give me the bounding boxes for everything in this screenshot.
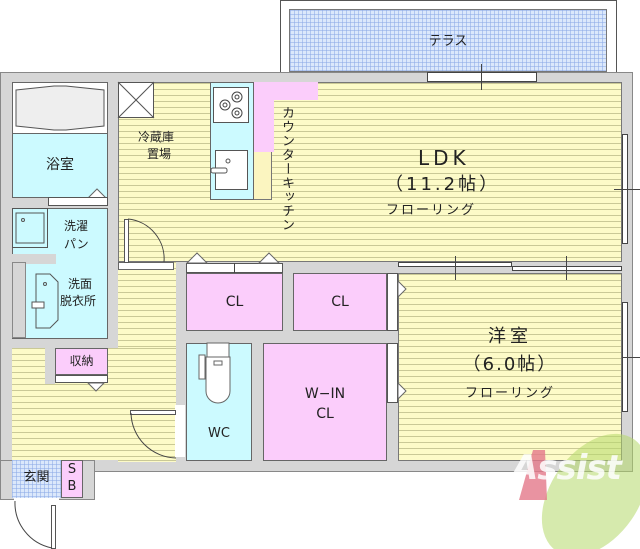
western-room-size: （6.0帖） bbox=[462, 354, 558, 375]
door-swing-icon bbox=[14, 500, 53, 549]
walk-in-closet-door bbox=[387, 343, 398, 403]
watermark-text: Assist bbox=[512, 448, 622, 488]
washbasin-icon bbox=[31, 273, 59, 329]
window-mullion bbox=[481, 64, 482, 90]
door-mullion bbox=[455, 256, 456, 280]
terrace-label: テラス bbox=[428, 34, 468, 49]
wc-label: WC bbox=[208, 426, 230, 441]
storage-label: 収納 bbox=[69, 354, 94, 368]
stove bbox=[213, 87, 249, 123]
washroom-side-wall bbox=[12, 262, 26, 338]
fridge-space-label-1: 冷蔵庫 bbox=[138, 130, 175, 144]
toilet-icon bbox=[198, 342, 231, 404]
terrace: テラス bbox=[289, 9, 607, 72]
ldk-name: LDK bbox=[418, 146, 470, 170]
storage: 収納 bbox=[55, 348, 108, 375]
fridge-x-icon bbox=[117, 81, 155, 119]
storage-wall bbox=[45, 339, 55, 384]
entrance-door-opening bbox=[14, 498, 59, 510]
sliding-door bbox=[512, 266, 622, 271]
assist-logo-icon bbox=[519, 433, 640, 549]
door-mullion bbox=[566, 256, 567, 280]
ldk-floor bbox=[118, 82, 622, 262]
shoe-box: S B bbox=[61, 460, 83, 498]
walk-in-closet-label-2: CL bbox=[316, 406, 334, 422]
ldk-door-leaf bbox=[124, 219, 129, 263]
counter-kitchen-label: カウンターキッチン bbox=[279, 106, 294, 232]
ldk-floor-type: フローリング bbox=[386, 203, 477, 218]
walk-in-closet-label-1: W−IN bbox=[304, 386, 346, 402]
ldk-door-frame bbox=[118, 262, 174, 270]
faucet-icon bbox=[210, 158, 231, 174]
counter-side bbox=[254, 82, 274, 152]
western-room-floor: 洋室 （6.0帖） フローリング bbox=[398, 273, 622, 461]
washer-pan-label-1: 洗濯 bbox=[64, 219, 89, 233]
washroom-label-2: 脱衣所 bbox=[60, 294, 97, 308]
bathtub-icon bbox=[15, 85, 105, 131]
closet-2-label: CL bbox=[331, 294, 349, 310]
counter-base bbox=[254, 152, 272, 200]
window-mullion bbox=[614, 357, 640, 358]
fridge-space-label-2: 置場 bbox=[147, 147, 172, 161]
wc: WC bbox=[186, 343, 252, 461]
washer-pan-label-2: パン bbox=[64, 237, 89, 251]
door-swing-icon bbox=[130, 412, 177, 459]
burner-icon bbox=[219, 91, 243, 119]
door-swing-icon bbox=[397, 279, 407, 299]
washroom-inner-wall bbox=[12, 254, 56, 264]
door-swing-icon bbox=[185, 252, 209, 264]
closet-1-label: CL bbox=[225, 294, 244, 310]
bathroom-door bbox=[48, 197, 108, 206]
closet-2: CL bbox=[293, 273, 387, 331]
shoe-box-label-1: S bbox=[67, 462, 77, 477]
ldk-size: （11.2帖） bbox=[385, 174, 501, 195]
wc-door-leaf bbox=[130, 410, 176, 415]
entrance-label: 玄関 bbox=[23, 470, 50, 485]
western-room-name: 洋室 bbox=[488, 326, 532, 347]
closet-2-side-door bbox=[387, 273, 398, 331]
door-divider bbox=[234, 263, 235, 273]
closet-1: CL bbox=[186, 273, 283, 331]
door-swing-icon bbox=[397, 381, 407, 401]
western-room-floor-type: フローリング bbox=[464, 386, 555, 401]
shoe-box-label-2: B bbox=[67, 479, 77, 494]
bathroom-label: 浴室 bbox=[46, 157, 74, 173]
door-swing-icon bbox=[127, 218, 165, 263]
door-swing-icon bbox=[257, 252, 281, 264]
washer-pan bbox=[12, 208, 48, 248]
door-swing-icon bbox=[86, 382, 106, 392]
washroom-label-1: 洗面 bbox=[68, 277, 93, 291]
window-mullion bbox=[614, 189, 640, 190]
terrace-window bbox=[427, 72, 537, 82]
wc-door-opening bbox=[175, 405, 185, 457]
storage-door bbox=[55, 375, 108, 383]
washer-pan-icon bbox=[15, 212, 45, 244]
entrance: 玄関 bbox=[12, 460, 61, 498]
walk-in-closet: W−IN CL bbox=[263, 343, 387, 461]
